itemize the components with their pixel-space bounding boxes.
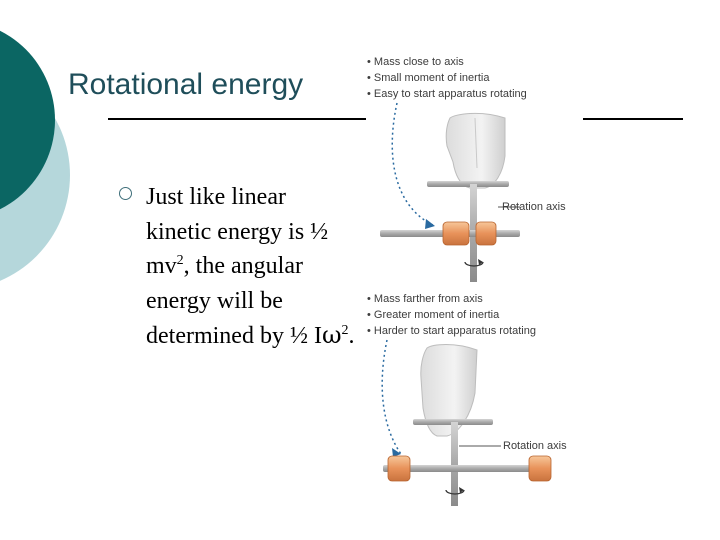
body-text-part-3: . (348, 323, 355, 349)
bottom-right-mass (528, 455, 552, 482)
bottom-horizontal-rod (383, 465, 543, 472)
top-notes: • Mass close to axis • Small moment of i… (367, 56, 527, 100)
rotation-figure: • Mass close to axis • Small moment of i… (367, 56, 567, 506)
rotation-arrow-icon (445, 489, 465, 495)
rotation-arrow-head-icon (478, 259, 483, 265)
superscript-2: 2 (341, 323, 349, 338)
superscript-2: 2 (176, 253, 184, 268)
top-crossbar (427, 181, 509, 187)
omega-symbol: ω (321, 321, 342, 349)
top-note-3: • Easy to start apparatus rotating (367, 88, 527, 100)
bottom-rotation-axis-label: Rotation axis (503, 440, 567, 452)
body-text-part-1: Just like linear kinetic energy is ½ mv (146, 184, 329, 279)
arrow-head-icon (392, 448, 401, 457)
arrow-head-icon (425, 219, 435, 229)
bottom-note-1: • Mass farther from axis (367, 293, 483, 305)
body-text-part-2: , the angular energy will be determined … (146, 253, 322, 349)
dark-teal-circle (0, 30, 55, 210)
rotation-arrow-head-icon (459, 487, 464, 493)
rotation-arrow-icon (464, 261, 484, 267)
top-rotation-axis-label: Rotation axis (502, 201, 566, 213)
body-paragraph: Just like linear kinetic energy is ½ mv2… (146, 180, 356, 354)
top-note-2: • Small moment of inertia (367, 72, 490, 84)
bottom-note-3: • Harder to start apparatus rotating (367, 325, 536, 337)
bottom-axle (451, 422, 458, 506)
bottom-note-2: • Greater moment of inertia (367, 309, 500, 321)
bottom-notes: • Mass farther from axis • Greater momen… (367, 293, 536, 337)
hollow-circle-bullet-icon (119, 187, 132, 200)
hand-icon (445, 112, 506, 189)
decorative-circles (0, 30, 70, 281)
top-note-1: • Mass close to axis (367, 56, 464, 68)
curved-arrow-icon (381, 339, 402, 455)
hand-icon (420, 344, 478, 437)
top-left-mass (442, 221, 470, 246)
bottom-left-mass (387, 455, 411, 482)
title-underline-right (583, 118, 683, 120)
curved-arrow-icon (391, 102, 436, 227)
slide-title: Rotational energy (68, 68, 304, 101)
title-underline-left (108, 118, 366, 120)
top-right-mass (475, 221, 497, 246)
